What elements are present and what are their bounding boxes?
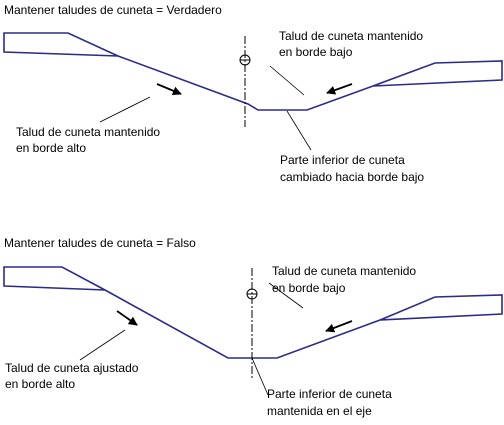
- leader-bottom: [251, 357, 269, 396]
- leader-left: [79, 329, 126, 361]
- ditch-profile: [117, 55, 374, 111]
- arrow-left-slope: [116, 310, 138, 326]
- panel-title: Mantener taludes de cuneta = Falso: [4, 236, 196, 250]
- right-shoulder: [372, 60, 503, 87]
- arrow-right-slope: [325, 320, 353, 333]
- panel-title: Mantener taludes de cuneta = Verdadero: [4, 3, 222, 17]
- panel-verdadero: Mantener taludes de cuneta = Verdadero T…: [3, 3, 503, 184]
- label-left-line1: Talud de cuneta ajustado: [5, 361, 139, 375]
- arrow-right-slope: [326, 83, 353, 95]
- label-bottom-line1: Parte inferior de cuneta: [267, 387, 392, 401]
- leader-left: [99, 96, 151, 123]
- panel-falso: Mantener taludes de cuneta = Falso Talud…: [3, 236, 503, 418]
- ditch-profile: [104, 289, 381, 359]
- left-shoulder: [3, 266, 106, 291]
- leader-right: [269, 65, 305, 96]
- label-bottom-line2: cambiado hacia borde bajo: [280, 170, 424, 184]
- label-bottom-line1: Parte inferior de cuneta: [280, 153, 405, 167]
- leader-right: [268, 282, 304, 309]
- label-left-line1: Talud de cuneta mantenido: [16, 125, 160, 139]
- label-right-line1: Talud de cuneta mantenido: [272, 264, 416, 278]
- label-right-line2: en borde bajo: [279, 45, 353, 59]
- label-left-line2: en borde alto: [16, 141, 86, 155]
- label-bottom-line2: mantenida en el eje: [267, 404, 372, 418]
- arrow-left-slope: [156, 83, 182, 96]
- right-shoulder: [379, 294, 503, 321]
- label-left-line2: en borde alto: [5, 377, 75, 391]
- label-right-line1: Talud de cuneta mantenido: [279, 29, 423, 43]
- label-right-line2: en borde bajo: [272, 281, 346, 295]
- left-shoulder: [3, 32, 119, 57]
- leader-bottom: [286, 110, 312, 151]
